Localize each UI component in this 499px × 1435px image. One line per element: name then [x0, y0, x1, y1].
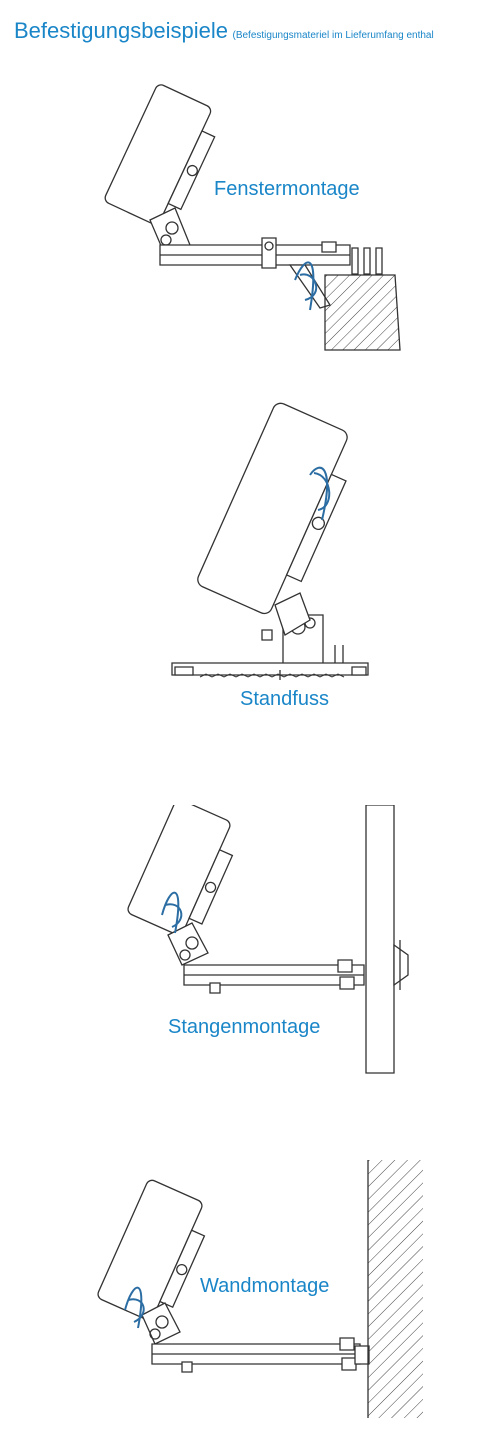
page-title: Befestigungsbeispiele — [14, 18, 229, 43]
wall-mount-diagram — [0, 1160, 423, 1418]
logo-icon — [162, 893, 181, 933]
caption-fenstermontage: Fenstermontage — [214, 178, 360, 200]
logo-icon — [310, 468, 329, 520]
pole-mount-diagram — [0, 805, 499, 1085]
caption-standfuss: Standfuss — [240, 688, 329, 710]
logo-icon — [125, 1288, 144, 1328]
caption-stangenmontage: Stangenmontage — [168, 1016, 321, 1038]
logo-icon — [295, 262, 316, 310]
page-header: Befestigungsbeispiele (Befestigungsmater… — [14, 18, 434, 44]
stand-mount-diagram — [0, 395, 499, 695]
window-mount-diagram — [0, 70, 499, 370]
caption-wandmontage: Wandmontage — [200, 1275, 330, 1297]
page-subtitle: (Befestigungsmateriel im Lieferumfang en… — [232, 30, 434, 41]
